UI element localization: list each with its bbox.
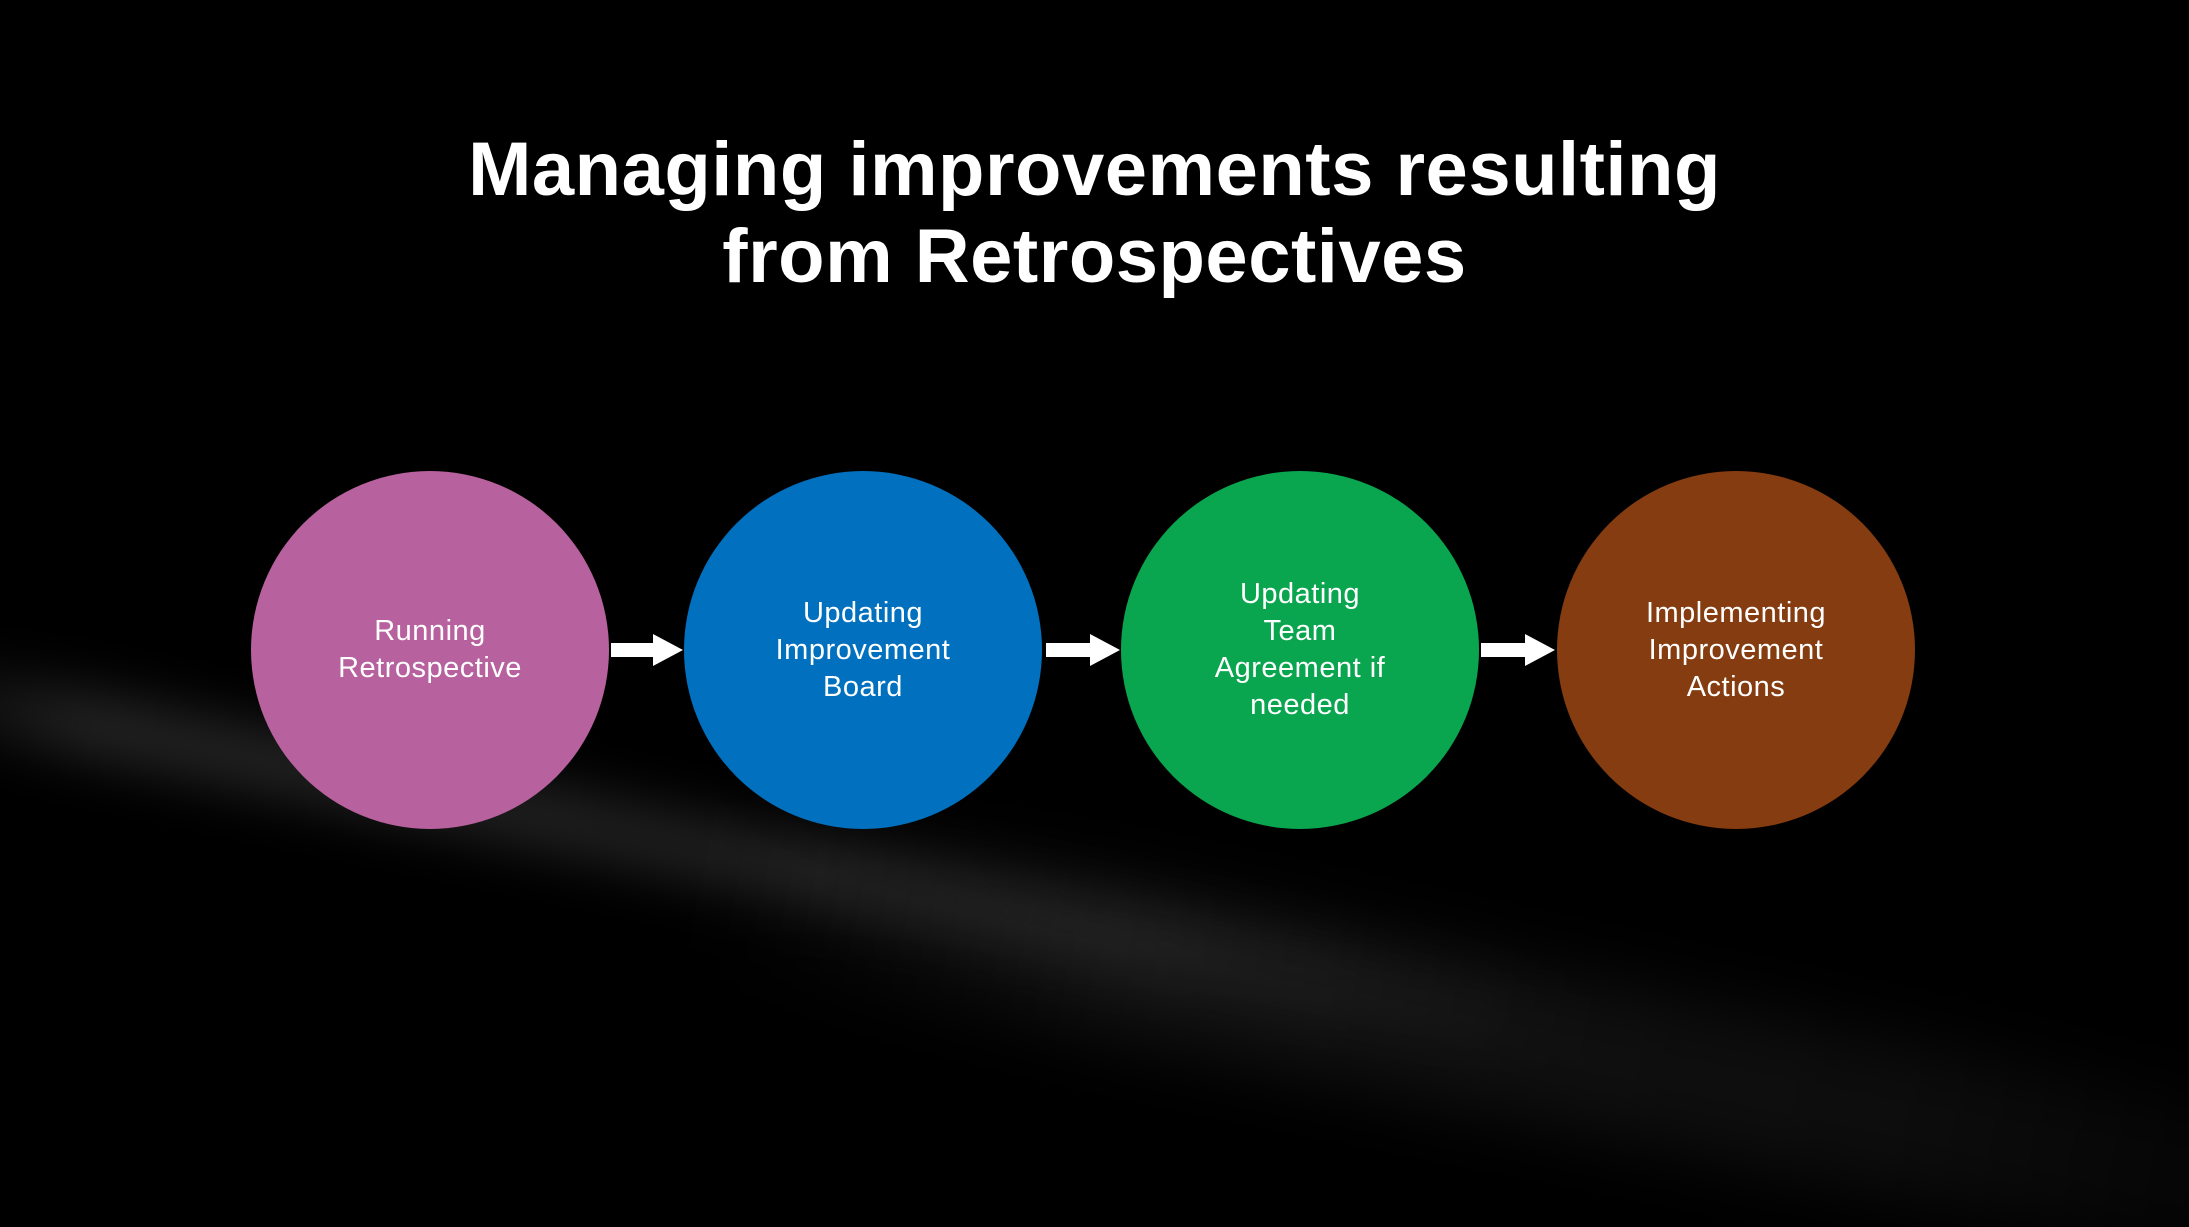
step-circle-updating-improvement-board: Updating Improvement Board — [684, 471, 1042, 829]
step-label: Implementing Improvement Actions — [1645, 596, 1827, 703]
background-light-streak-diffuse — [685, 801, 2189, 1227]
arrow-shaft — [1481, 643, 1527, 657]
page-title: Managing improvements resulting from Ret… — [468, 127, 1721, 299]
step-label: Updating Improvement Board — [775, 596, 951, 703]
flow-arrow-icon — [1481, 634, 1555, 666]
flow-arrow-icon — [611, 634, 683, 666]
step-circle-running-retrospective: Running Retrospective — [251, 471, 609, 829]
step-label: Running Retrospective — [338, 615, 522, 684]
arrow-shaft — [611, 643, 655, 657]
arrow-head — [1090, 634, 1120, 666]
step-circle-implementing-improvement-actions: Implementing Improvement Actions — [1557, 471, 1915, 829]
flow-arrow-icon — [1046, 634, 1120, 666]
arrow-head — [653, 634, 683, 666]
arrow-shaft — [1046, 643, 1092, 657]
step-label: Updating Team Agreement if needed — [1214, 578, 1386, 721]
arrow-head — [1525, 634, 1555, 666]
step-circle-updating-team-agreement: Updating Team Agreement if needed — [1121, 471, 1479, 829]
